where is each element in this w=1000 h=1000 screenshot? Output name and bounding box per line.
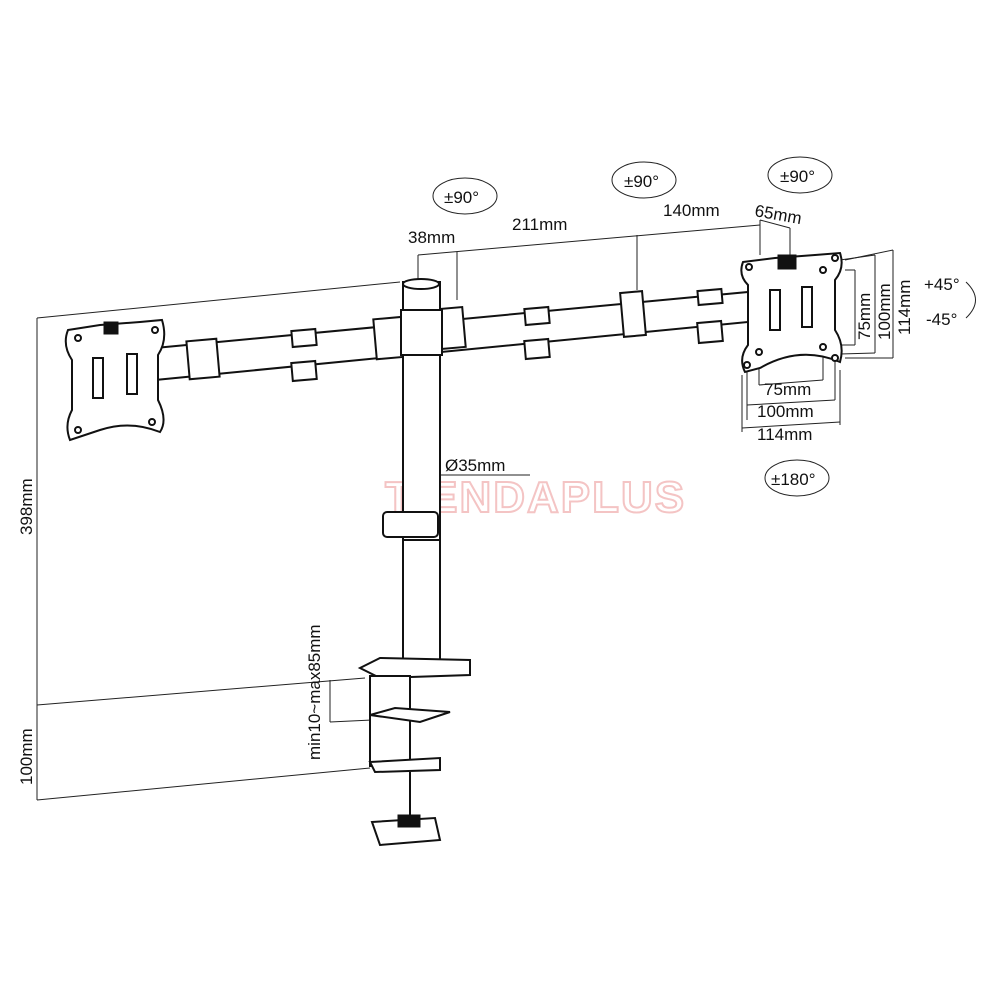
dim-vesa-75-horizontal: 75mm (764, 380, 811, 399)
dim-pole-offset: 38mm (408, 228, 455, 247)
left-vesa-plate (64, 318, 166, 442)
dim-vesa-100-horizontal: 100mm (757, 402, 814, 421)
rotation-badges: ±90° ±90° ±90° ±180° +45° -45° (432, 156, 976, 497)
dim-pole-diameter: Ø35mm (445, 456, 505, 475)
dim-clamp-height: 100mm (17, 728, 36, 785)
pole (382, 278, 443, 673)
dim-vesa-75-vertical: 75mm (855, 293, 874, 340)
rotation-head-swivel: ±90° (780, 167, 815, 186)
tilt-down: -45° (926, 310, 957, 329)
dimension-lines (36, 219, 894, 801)
desk-clamp (357, 656, 471, 847)
dim-total-height: 398mm (17, 478, 36, 535)
dim-plate-114-vertical: 114mm (895, 280, 914, 335)
arm (154, 287, 749, 383)
right-vesa-plate (740, 251, 843, 374)
dim-plate-114-horizontal: 114mm (757, 425, 812, 444)
rotation-head-rotate: ±180° (771, 470, 816, 489)
dimension-labels: 38mm 211mm 140mm 65mm Ø35mm 398mm 100mm … (17, 201, 914, 785)
dim-head-offset: 65mm (753, 201, 803, 228)
rotation-mid-joint: ±90° (624, 172, 659, 191)
dim-arm-segment-1: 211mm (512, 215, 567, 234)
tilt-up: +45° (924, 275, 960, 294)
rotation-arm-joint: ±90° (444, 188, 479, 207)
dim-arm-segment-2: 140mm (663, 201, 720, 220)
dim-vesa-100-vertical: 100mm (875, 283, 894, 340)
dim-desk-thickness: min10~max85mm (305, 624, 324, 760)
